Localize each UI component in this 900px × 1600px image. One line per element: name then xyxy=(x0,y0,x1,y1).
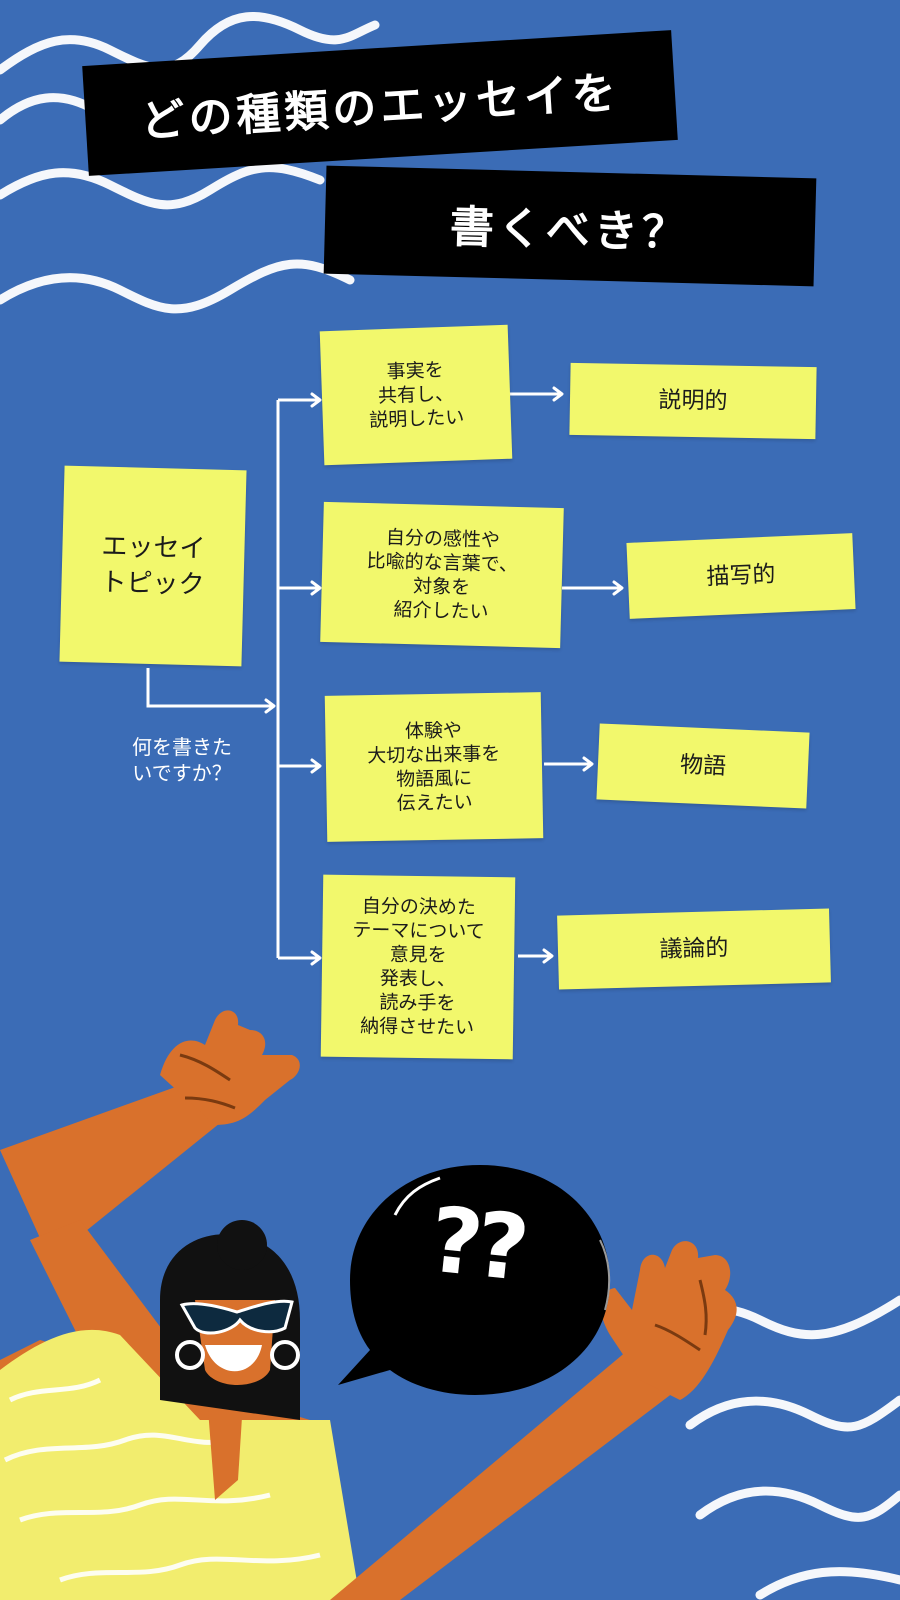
purpose-text: 自分の決めた テーマについて 意見を 発表し、 読み手を 納得させたい xyxy=(352,895,485,1039)
essay-topic-note: エッセイ トピック xyxy=(59,465,247,667)
result-note-descriptive: 描写的 xyxy=(626,533,856,619)
arm-upper xyxy=(30,1220,200,1420)
woman-illustration xyxy=(0,1010,737,1600)
title-banner-2: 書くべき？ xyxy=(323,165,817,287)
purpose-note-explain: 事実を 共有し、 説明したい xyxy=(319,324,513,466)
right-arm xyxy=(330,1340,690,1600)
left-arm xyxy=(0,1080,230,1260)
left-hand xyxy=(160,1010,300,1125)
purpose-text: 事実を 共有し、 説明したい xyxy=(368,359,465,432)
earring-left xyxy=(175,1340,205,1370)
purpose-note-narrative: 体験や 大切な出来事を 物語風に 伝えたい xyxy=(324,692,544,842)
purpose-note-argument: 自分の決めた テーマについて 意見を 発表し、 読み手を 納得させたい xyxy=(320,874,516,1060)
guiding-question: 何を書きた いですか？ xyxy=(132,735,232,785)
purpose-text: 体験や 大切な出来事を 物語風に 伝えたい xyxy=(367,719,501,815)
hair-bun xyxy=(217,1220,267,1270)
shirt xyxy=(0,1329,360,1600)
essay-type-label: 物語 xyxy=(679,752,727,780)
earring-right xyxy=(270,1340,300,1370)
essay-type-label: 描写的 xyxy=(705,561,777,591)
title-line-1: どの種類のエッセイを xyxy=(139,67,622,148)
sunglasses xyxy=(179,1299,294,1335)
essay-type-label: 議論的 xyxy=(659,935,729,963)
purpose-note-describe: 自分の感性や 比喩的な言葉で、 対象を 紹介したい xyxy=(320,501,564,649)
arrow-heads xyxy=(264,386,624,966)
result-note-narrative: 物語 xyxy=(596,723,810,809)
connector-lines xyxy=(146,392,620,960)
purpose-text: 自分の感性や 比喩的な言葉で、 対象を 紹介したい xyxy=(366,526,519,624)
speech-bubble xyxy=(338,1165,611,1395)
essay-topic-label: エッセイ トピック xyxy=(100,531,206,601)
smile xyxy=(205,1345,262,1372)
result-note-argumentative: 議論的 xyxy=(557,908,831,990)
speech-bubble-text: ?? xyxy=(424,1187,528,1302)
right-hand xyxy=(600,1241,737,1400)
title-line-2: 書くべき？ xyxy=(449,201,691,260)
result-note-explanatory: 説明的 xyxy=(569,362,817,440)
essay-type-label: 説明的 xyxy=(658,387,728,415)
